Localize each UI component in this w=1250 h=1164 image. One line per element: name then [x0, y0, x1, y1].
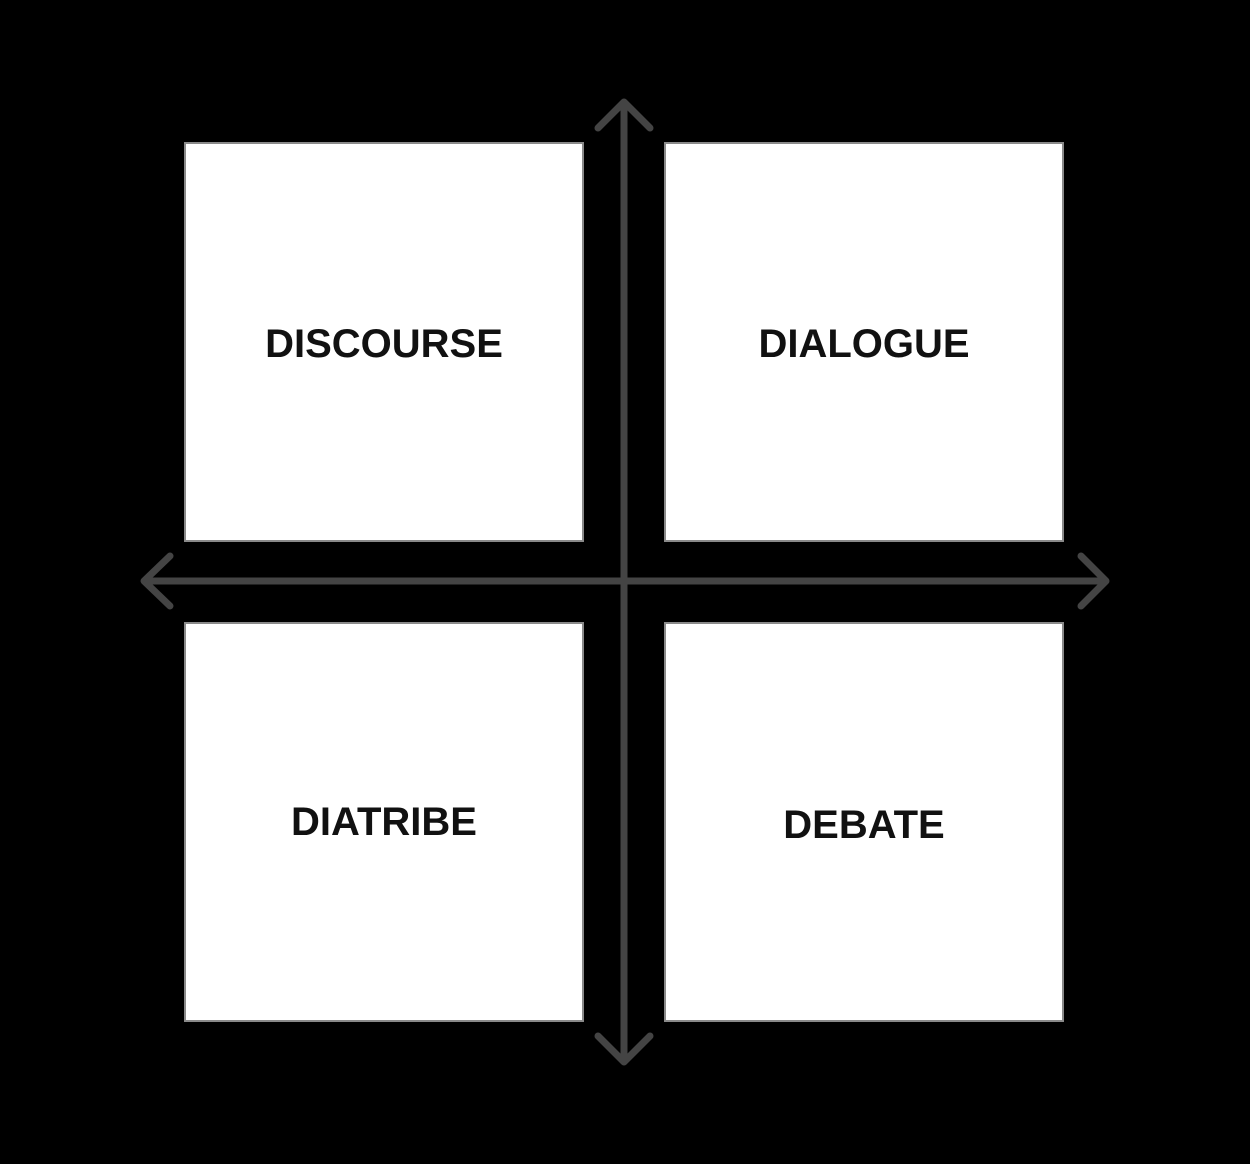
quadrant-dialogue: DIALOGUE	[664, 142, 1064, 542]
quadrant-label-debate: DEBATE	[783, 803, 945, 847]
quadrant-label-dialogue: DIALOGUE	[758, 322, 970, 366]
quadrant-label-diatribe: DIATRIBE	[291, 800, 477, 844]
arrow-down-icon	[594, 1032, 654, 1066]
arrow-up-icon	[594, 98, 654, 132]
quadrant-debate: DEBATE	[664, 622, 1064, 1022]
quadrant-discourse: DISCOURSE	[184, 142, 584, 542]
arrow-left-icon	[140, 552, 174, 610]
quadrant-diatribe: DIATRIBE	[184, 622, 584, 1022]
quadrant-label-discourse: DISCOURSE	[265, 322, 503, 366]
arrow-right-icon	[1077, 552, 1110, 610]
